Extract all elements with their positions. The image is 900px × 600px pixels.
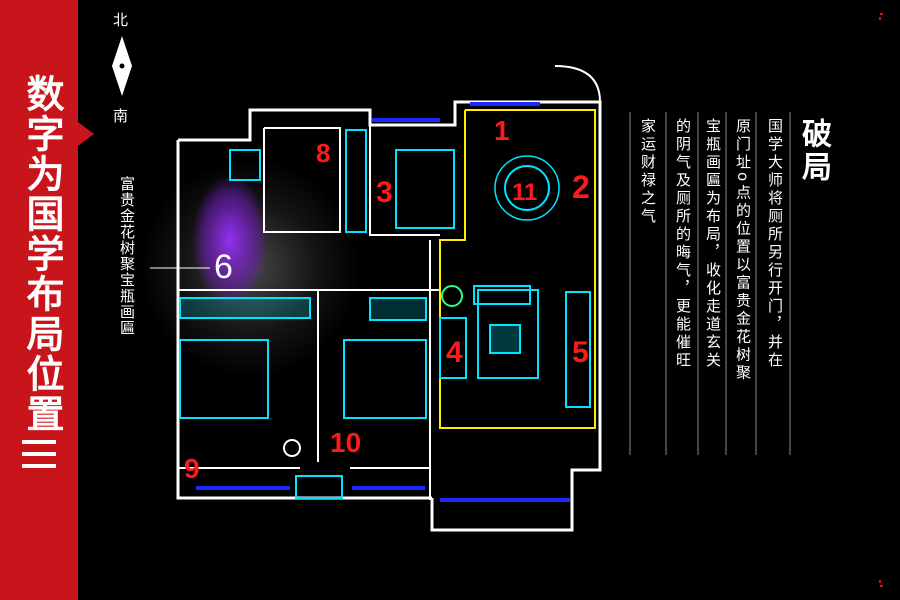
banner-notch: [78, 122, 94, 146]
compass-north: 北: [113, 11, 129, 29]
panel-text-4: 的阴气及厕所的晦气，更能催旺: [674, 118, 692, 370]
compass-south: 南: [113, 107, 129, 125]
banner-title: 数字为国学布局位置: [20, 74, 64, 434]
room-number-6: 6: [214, 248, 233, 286]
room-number: 1: [494, 115, 510, 146]
panel-text-5: 家运财禄之气: [639, 118, 657, 226]
panel-title: 破局: [796, 118, 831, 184]
left-banner: 数字为国学布局位置: [0, 0, 78, 600]
room-number: 11: [512, 179, 537, 206]
room-number: 3: [376, 176, 393, 209]
purple-glow: [192, 175, 268, 305]
panel-text-3: 宝瓶画匾为布局，收化走道玄关: [704, 118, 722, 370]
compass-icon: [112, 36, 132, 96]
menu-icon[interactable]: [22, 440, 56, 470]
room-number: 4: [446, 336, 463, 369]
side-label: 富贵金花树聚宝瓶画匾: [118, 176, 136, 336]
room-number: 2: [572, 169, 590, 205]
room-number: 10: [330, 427, 361, 458]
panel-text-1: 国学大师将厕所另行开门，并在: [766, 118, 784, 370]
room-number: 9: [184, 453, 200, 484]
panel-text-2: 原门址o点的位置以富贵金花树聚: [734, 118, 752, 383]
room-number: 5: [572, 336, 589, 369]
room-number: 8: [316, 138, 330, 168]
